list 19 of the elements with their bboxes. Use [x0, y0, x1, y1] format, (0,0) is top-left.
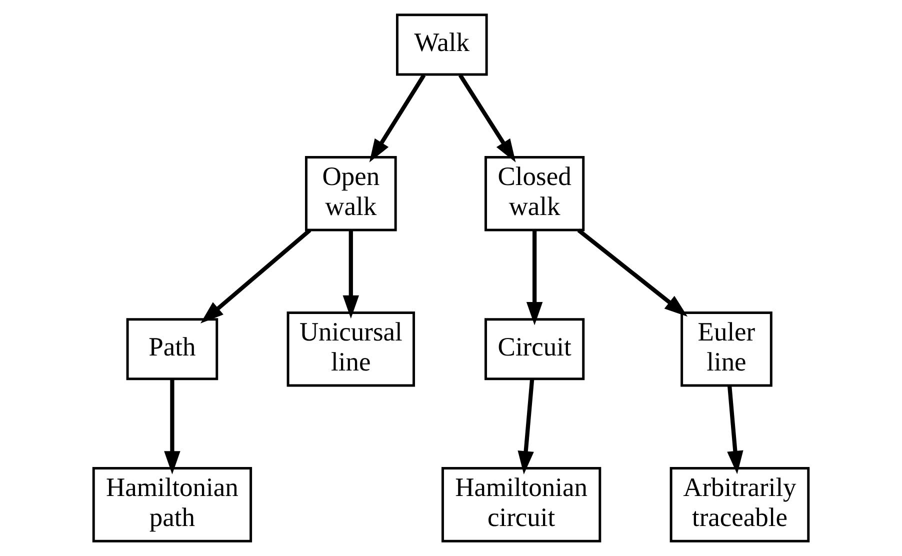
arrow: [727, 386, 744, 474]
arrow: [458, 74, 516, 162]
arrow: [577, 228, 688, 317]
arrow: [369, 74, 426, 162]
node-box: Path: [126, 318, 218, 380]
arrow: [200, 228, 312, 324]
node-box: Circuit: [484, 318, 585, 380]
node-box: Arbitrarily traceable: [670, 467, 810, 542]
node-box: Walk: [396, 14, 488, 76]
node-box: Closed walk: [484, 156, 585, 232]
arrow: [342, 230, 360, 319]
node-box: Hamiltonian path: [92, 467, 252, 542]
node-box: Hamiltonian circuit: [441, 467, 602, 542]
node-box: Unicursal line: [286, 312, 416, 387]
node-box: Euler line: [680, 312, 772, 387]
node-box: Open walk: [304, 156, 397, 232]
arrow: [164, 379, 180, 474]
arrow: [518, 379, 534, 474]
arrow: [526, 230, 543, 326]
